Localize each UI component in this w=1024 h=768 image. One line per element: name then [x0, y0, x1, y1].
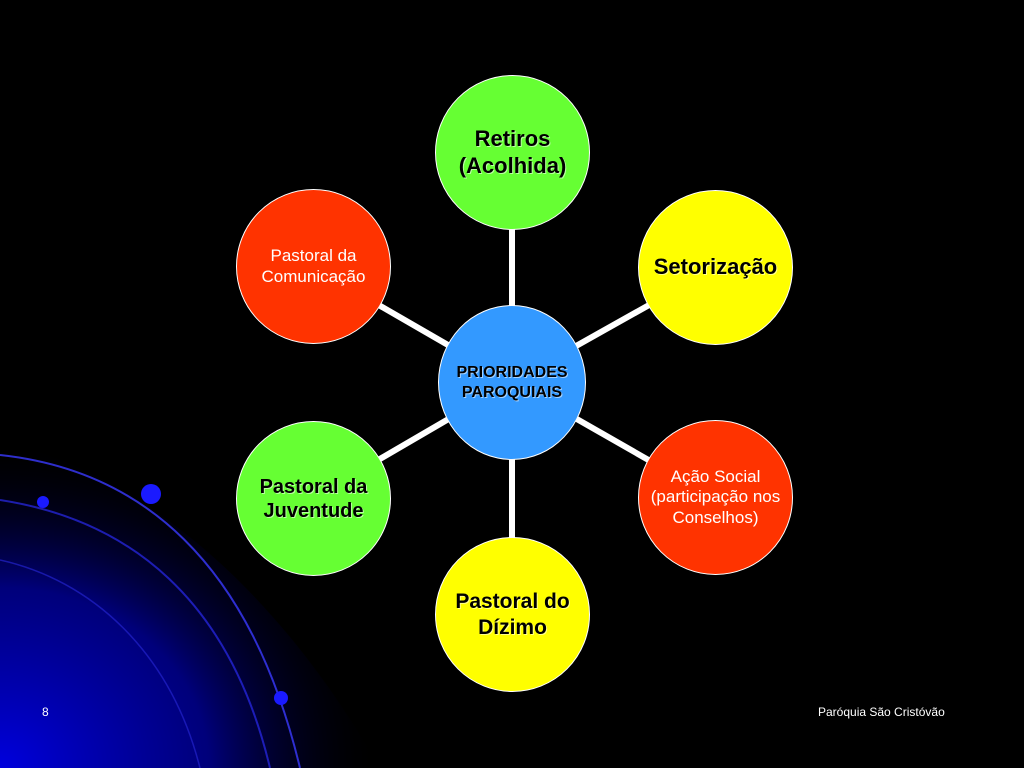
center-label: PRIORIDADES PAROQUIAIS	[456, 364, 568, 401]
node-pastoral-comunicacao: Pastoral da Comunicação	[236, 189, 391, 344]
node-pastoral-juventude: Pastoral da Juventude	[236, 421, 391, 576]
center-node: PRIORIDADES PAROQUIAIS	[438, 305, 586, 460]
swirl-dot-1	[141, 484, 161, 504]
swirl-dot-2	[37, 496, 49, 508]
footer-organization: Paróquia São Cristóvão	[818, 705, 945, 719]
page-number: 8	[42, 705, 49, 719]
node-retiros: Retiros (Acolhida)	[435, 75, 590, 230]
node-acao-social: Ação Social (participação nos Conselhos)	[638, 420, 793, 575]
swirl-dot-3	[274, 691, 288, 705]
node-label-acao-social: Ação Social (participação nos Conselhos)	[650, 466, 781, 527]
swirl-arc-1	[0, 454, 301, 768]
node-label-pastoral-dizimo: Pastoral do Dízimo	[455, 590, 570, 639]
node-setorizacao: Setorização	[638, 190, 793, 345]
node-pastoral-dizimo: Pastoral do Dízimo	[435, 537, 590, 692]
node-label-pastoral-comunicacao: Pastoral da Comunicação	[261, 246, 366, 286]
node-label-retiros: Retiros (Acolhida)	[458, 126, 567, 178]
swirl-arc-3	[0, 559, 201, 768]
node-label-pastoral-juventude: Pastoral da Juventude	[259, 475, 368, 522]
swirl-arc-2	[0, 499, 271, 768]
node-label-setorizacao: Setorização	[653, 254, 778, 280]
